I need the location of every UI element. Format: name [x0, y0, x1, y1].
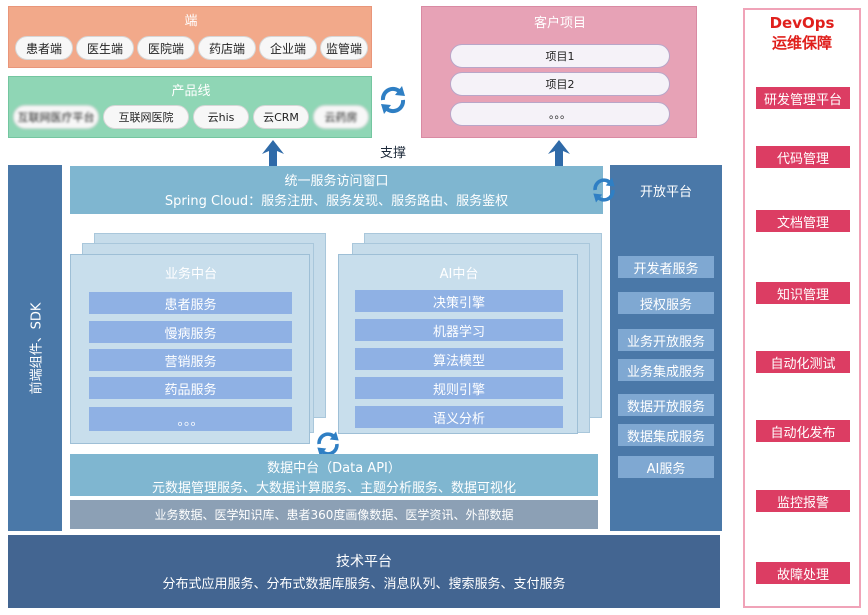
- frontend-sdk-label: 前端组件、SDK: [29, 302, 45, 394]
- up-arrow-icon: [262, 140, 284, 166]
- open-platform-title: 开放平台: [639, 185, 692, 200]
- product-line-group: 产品线 互联网医疗平台 互联网医院 云his 云CRM 云药房: [8, 76, 372, 138]
- devops-doc-management[interactable]: 文档管理: [756, 210, 850, 232]
- devops-auto-test[interactable]: 自动化测试: [756, 351, 850, 373]
- devops-subtitle: 运维保障: [771, 34, 832, 52]
- devops-auto-release[interactable]: 自动化发布: [756, 420, 850, 442]
- endpoint-title: 端: [184, 13, 198, 29]
- sync-icon: [317, 431, 339, 457]
- devops-rd-platform[interactable]: 研发管理平台: [756, 87, 850, 109]
- devops-code-management[interactable]: 代码管理: [756, 146, 850, 168]
- devops-monitoring-alert[interactable]: 监控报警: [756, 490, 850, 512]
- open-business-open-service[interactable]: 业务开放服务: [618, 329, 714, 351]
- ai-algorithm-model[interactable]: 算法模型: [355, 348, 563, 370]
- service-chronic-disease[interactable]: 慢病服务: [89, 321, 292, 343]
- product-cloud-pharmacy[interactable]: 云药房: [313, 105, 369, 129]
- open-business-integration-service[interactable]: 业务集成服务: [618, 359, 714, 381]
- gateway-title: 统一服务访问窗口: [284, 174, 389, 189]
- tech-platform-title: 技术平台: [336, 554, 392, 570]
- devops-knowledge-management[interactable]: 知识管理: [756, 282, 850, 304]
- endpoint-doctor[interactable]: 医生端: [76, 36, 134, 60]
- open-developer-service[interactable]: 开发者服务: [618, 256, 714, 278]
- ai-machine-learning[interactable]: 机器学习: [355, 319, 563, 341]
- open-platform-column: 开放平台 开发者服务 授权服务 业务开放服务 业务集成服务 数据开放服务 数据集…: [610, 165, 722, 531]
- ai-decision-engine[interactable]: 决策引擎: [355, 290, 563, 312]
- service-more[interactable]: 。。。: [89, 407, 292, 431]
- endpoint-enterprise[interactable]: 企业端: [259, 36, 317, 60]
- product-cloud-crm[interactable]: 云CRM: [253, 105, 309, 129]
- support-label: 支撑: [380, 146, 407, 161]
- endpoint-regulator[interactable]: 监管端: [320, 36, 368, 60]
- gateway-box: 统一服务访问窗口 Spring Cloud：服务注册、服务发现、服务路由、服务鉴…: [70, 166, 603, 214]
- customer-projects-title: 客户项目: [533, 15, 586, 31]
- endpoint-group: 端 患者端 医生端 医院端 药店端 企业端 监管端: [8, 6, 372, 68]
- endpoint-pharmacy[interactable]: 药店端: [198, 36, 256, 60]
- customer-projects-group: 客户项目 项目1 项目2 。。。: [421, 6, 697, 138]
- ai-center-card: AI中台 决策引擎 机器学习 算法模型 规则引擎 语义分析: [338, 254, 578, 434]
- project-2[interactable]: 项目2: [450, 72, 670, 96]
- business-center-title: 业务中台: [164, 266, 217, 282]
- service-patient[interactable]: 患者服务: [89, 292, 292, 314]
- tech-platform-subtitle: 分布式应用服务、分布式数据库服务、消息队列、搜索服务、支付服务: [162, 577, 566, 592]
- business-center-card: 业务中台 患者服务 慢病服务 营销服务 药品服务 。。。: [70, 254, 310, 444]
- up-arrow-icon: [548, 140, 570, 166]
- endpoint-patient[interactable]: 患者端: [15, 36, 73, 60]
- data-sources-bar: 业务数据、医学知识库、患者360度画像数据、医学资讯、外部数据: [70, 500, 598, 529]
- open-data-open-service[interactable]: 数据开放服务: [618, 394, 714, 416]
- ai-rule-engine[interactable]: 规则引擎: [355, 377, 563, 399]
- product-internet-hospital[interactable]: 互联网医院: [103, 105, 189, 129]
- data-center-box: 数据中台（Data API） 元数据管理服务、大数据计算服务、主题分析服务、数据…: [70, 454, 598, 496]
- data-center-title: 数据中台（Data API）: [267, 461, 401, 476]
- product-line-title: 产品线: [171, 83, 211, 99]
- ai-center-title: AI中台: [439, 266, 479, 282]
- frontend-sdk-label-wrap: 前端组件、SDK: [8, 165, 62, 531]
- product-internet-medical-platform[interactable]: 互联网医疗平台: [13, 105, 99, 129]
- sync-icon: [380, 86, 406, 114]
- endpoint-hospital[interactable]: 医院端: [137, 36, 195, 60]
- devops-incident-handling[interactable]: 故障处理: [756, 562, 850, 584]
- open-ai-service[interactable]: AI服务: [618, 456, 714, 478]
- service-drug[interactable]: 药品服务: [89, 377, 292, 399]
- open-auth-service[interactable]: 授权服务: [618, 292, 714, 314]
- devops-panel: DevOps 运维保障 研发管理平台 代码管理 文档管理 知识管理 自动化测试 …: [743, 8, 861, 608]
- devops-title: DevOps: [769, 14, 835, 32]
- sync-icon: [593, 177, 615, 203]
- frontend-sdk-column: 前端组件、SDK: [8, 165, 62, 531]
- gateway-subtitle: Spring Cloud：服务注册、服务发现、服务路由、服务鉴权: [164, 194, 509, 209]
- data-center-subtitle: 元数据管理服务、大数据计算服务、主题分析服务、数据可视化: [151, 481, 516, 496]
- tech-platform-box: 技术平台 分布式应用服务、分布式数据库服务、消息队列、搜索服务、支付服务: [8, 535, 720, 608]
- project-more[interactable]: 。。。: [450, 102, 670, 126]
- open-data-integration-service[interactable]: 数据集成服务: [618, 424, 714, 446]
- project-1[interactable]: 项目1: [450, 44, 670, 68]
- ai-semantic-analysis[interactable]: 语义分析: [355, 406, 563, 428]
- service-marketing[interactable]: 营销服务: [89, 349, 292, 371]
- product-cloud-his[interactable]: 云his: [193, 105, 249, 129]
